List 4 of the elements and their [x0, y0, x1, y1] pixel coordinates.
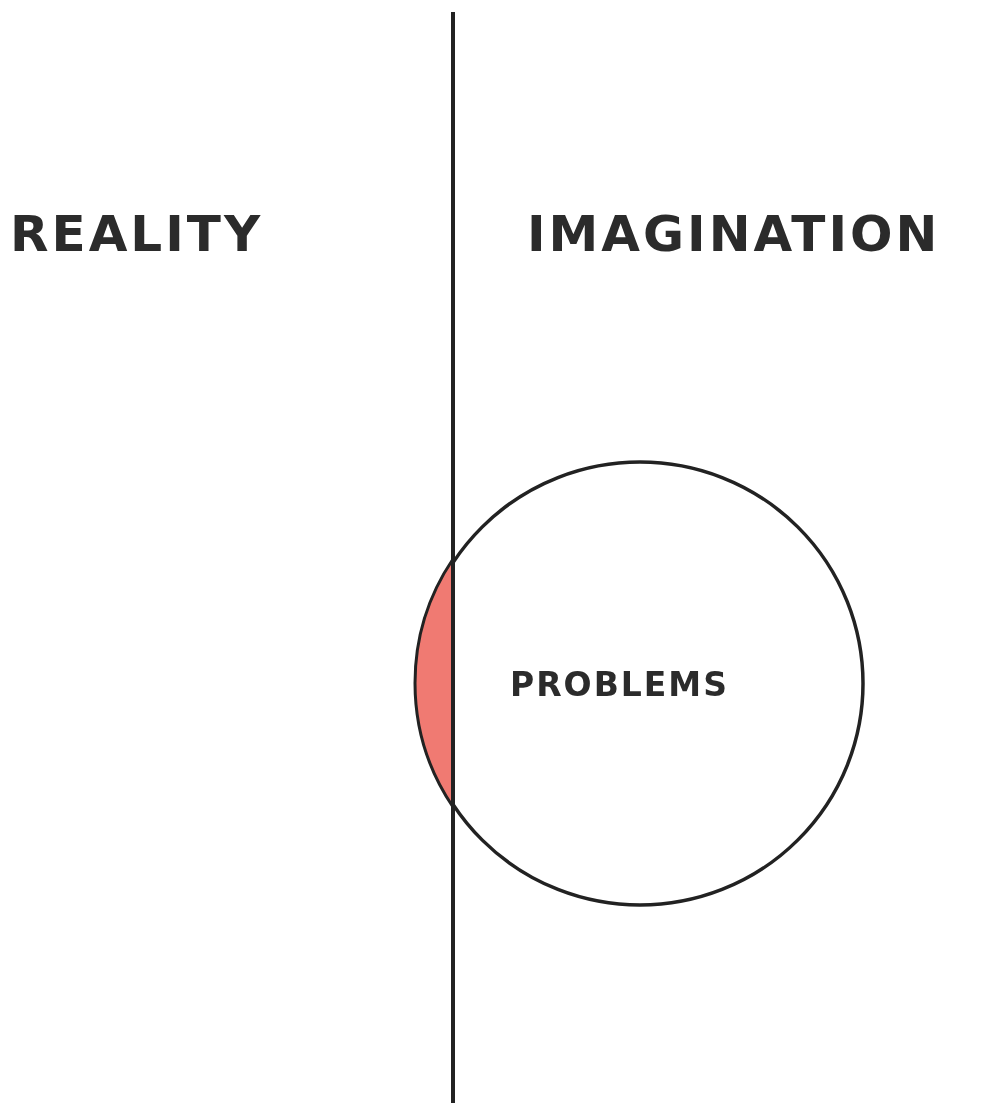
heading-text: IMAGINATION — [527, 205, 941, 263]
heading-text: REALITY — [10, 205, 264, 263]
circle-shape — [415, 460, 865, 907]
circle-label: PROBLEMS — [510, 665, 729, 704]
